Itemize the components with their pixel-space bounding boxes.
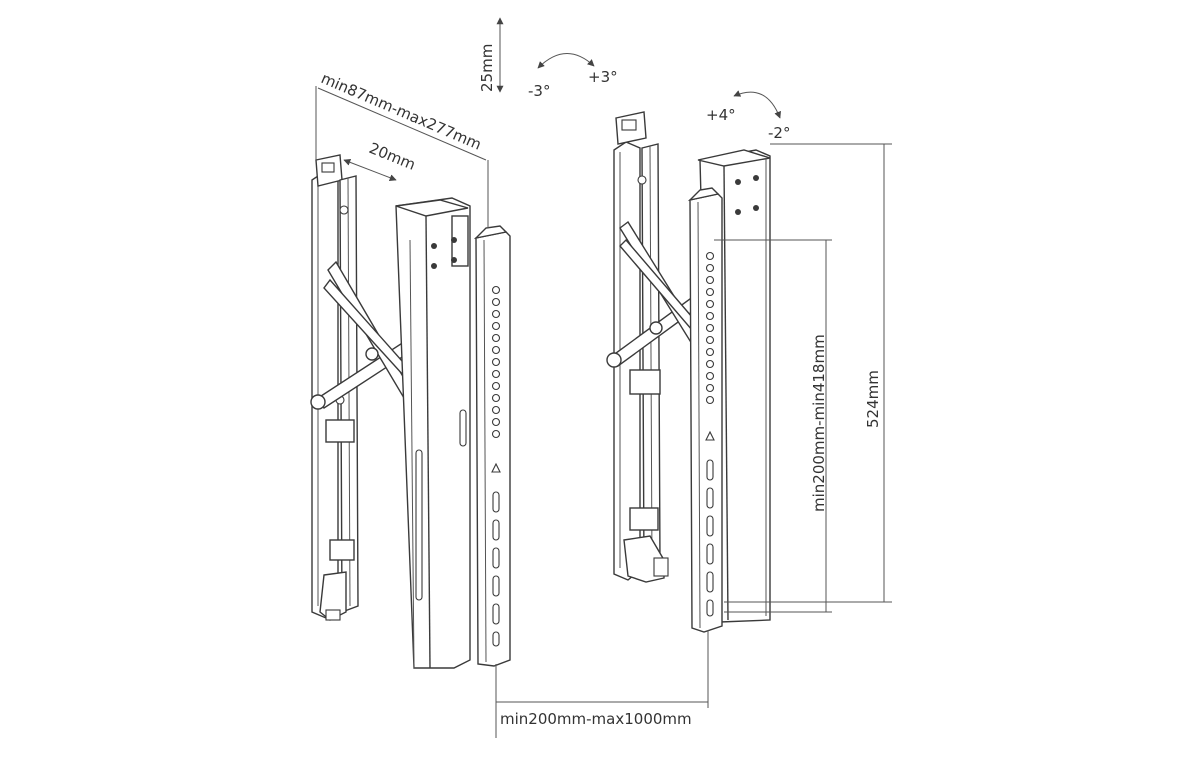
left-vesa-holes [491, 285, 501, 647]
left-tilt-indicator: -3° +3° [528, 53, 618, 100]
left-screen-rail [395, 197, 471, 669]
right-vesa-strip [687, 187, 723, 633]
vertical-adjust-dimension: 25mm [478, 17, 504, 93]
left-bracket [310, 154, 511, 669]
right-vesa-holes [705, 251, 715, 617]
left-tilt-neg-label: -3° [528, 82, 550, 100]
height-label: 524mm [864, 370, 882, 428]
right-scissor-arms [606, 220, 701, 368]
popout-dimension: 20mm [343, 139, 419, 182]
left-scissor-arms [310, 260, 424, 410]
right-tilt-indicator: +4° -2° [706, 90, 790, 142]
depth-range-label: min87mm-max277mm [318, 69, 484, 154]
right-tilt-neg-label: -2° [768, 124, 790, 142]
vesa-width-dimension: min200mm-max1000mm [495, 630, 709, 738]
vesa-width-label: min200mm-max1000mm [500, 710, 692, 728]
left-tilt-pos-label: +3° [588, 68, 618, 86]
vesa-height-label: min200mm-min418mm [810, 334, 828, 512]
left-vesa-strip [473, 225, 511, 667]
vesa-height-dimension: min200mm-min418mm [714, 239, 832, 613]
vertical-adjust-label: 25mm [478, 44, 496, 92]
right-tilt-pos-label: +4° [706, 106, 736, 124]
popout-label: 20mm [367, 139, 419, 174]
right-bracket [606, 111, 771, 633]
height-dimension: 524mm [724, 143, 892, 616]
